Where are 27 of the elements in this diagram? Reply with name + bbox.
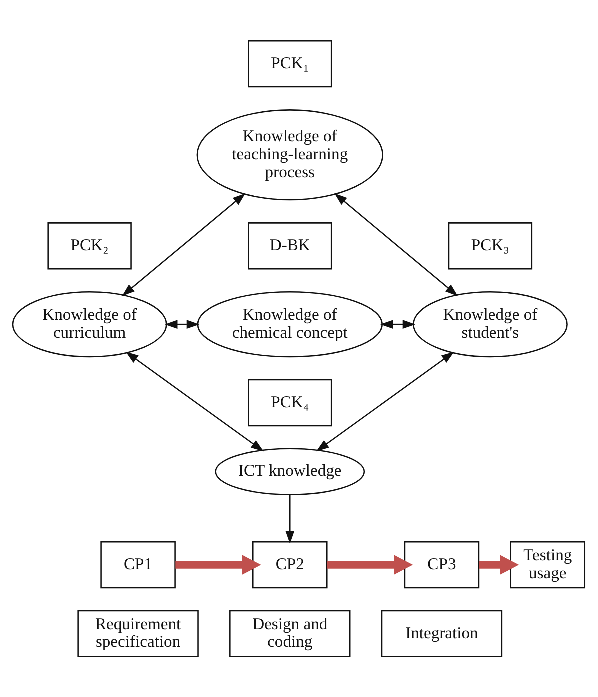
arrow xyxy=(126,351,264,452)
node-box: Requirement specification xyxy=(78,610,199,658)
node-box: PCK₁ xyxy=(248,40,332,88)
arrow xyxy=(316,351,454,452)
arrow xyxy=(122,192,246,296)
node-box: PCK₃ xyxy=(448,222,533,270)
arrow xyxy=(334,192,458,296)
node-box: CP1 xyxy=(100,540,176,588)
arrow xyxy=(176,554,262,575)
node-box: PCK₄ xyxy=(248,378,332,426)
node-box: CP3 xyxy=(404,540,480,588)
node-box: Design and coding xyxy=(230,610,351,658)
node-ellipse: Knowledge of curriculum xyxy=(12,291,168,358)
node-box: D-BK xyxy=(248,222,332,270)
arrow xyxy=(164,320,200,329)
node-box: CP2 xyxy=(252,540,328,588)
node-ellipse: Knowledge of student's xyxy=(413,291,568,358)
arrow xyxy=(380,320,416,329)
node-box: Integration xyxy=(381,610,503,658)
node-ellipse: Knowledge of teaching-learning process xyxy=(196,109,384,200)
node-ellipse: ICT knowledge xyxy=(215,448,366,495)
arrow xyxy=(328,554,414,575)
arrow xyxy=(286,494,295,544)
arrow xyxy=(479,554,520,575)
node-box: PCK₂ xyxy=(48,222,132,270)
node-ellipse: Knowledge of chemical concept xyxy=(197,291,383,358)
node-box: Testing usage xyxy=(510,540,586,588)
